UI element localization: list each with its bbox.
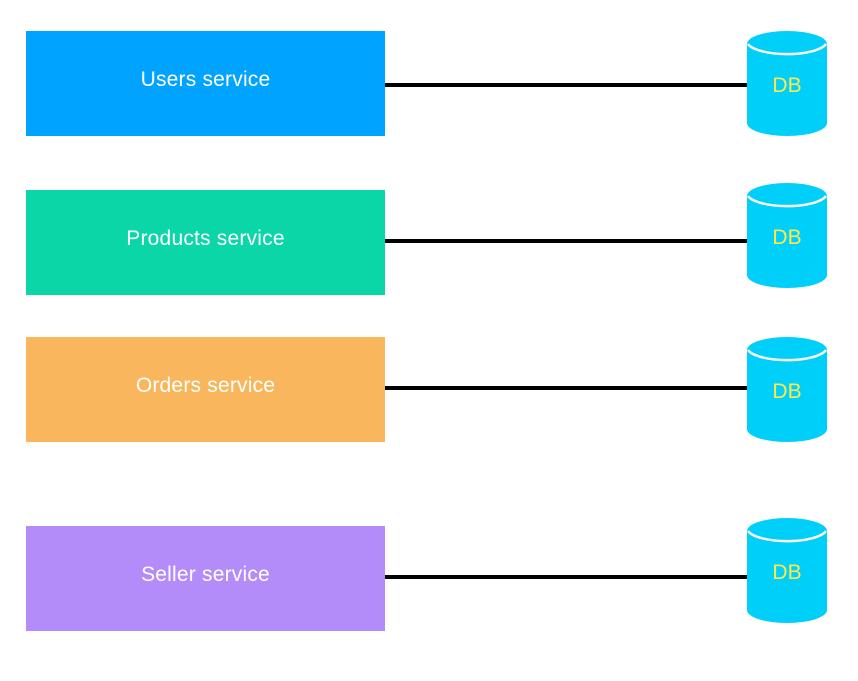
database-label: DB [772,74,801,97]
database-label: DB [772,380,801,403]
database-cylinder-orders[interactable]: DB [747,337,827,442]
service-box-users[interactable]: Users service [26,31,385,136]
service-box-seller[interactable]: Seller service [26,526,385,631]
database-label: DB [772,561,801,584]
cylinder-rim [747,349,827,362]
service-box-label: Products service [126,227,285,250]
service-box-label: Seller service [141,563,270,586]
service-box-label: Users service [140,68,271,91]
service-box-orders[interactable]: Orders service [26,337,385,442]
connector-orders [385,386,747,390]
database-label: DB [772,226,801,249]
service-box-products[interactable]: Products service [26,190,385,295]
database-cylinder-products[interactable]: DB [747,183,827,288]
database-cylinder-users[interactable]: DB [747,31,827,136]
cylinder-rim [747,195,827,208]
database-cylinder-seller[interactable]: DB [747,518,827,623]
cylinder-body [747,183,827,288]
cylinder-body [747,31,827,136]
connector-seller [385,575,747,579]
cylinder-body [747,337,827,442]
connector-products [385,239,747,243]
cylinder-rim [747,43,827,56]
connector-users [385,83,747,87]
cylinder-rim [747,530,827,543]
cylinder-body [747,518,827,623]
service-box-label: Orders service [135,374,276,397]
